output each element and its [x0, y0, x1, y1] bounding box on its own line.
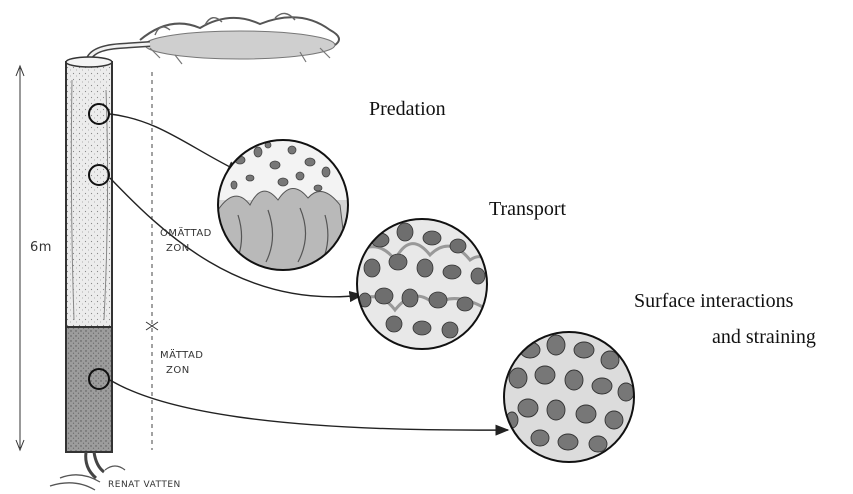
label-surface-line1: Surface interactions: [634, 290, 793, 313]
outflow-label: RENAT VATTEN: [108, 480, 181, 490]
unsaturated-zone-label-2: ZON: [166, 243, 190, 254]
label-surface-line2: and straining: [712, 326, 816, 349]
unsaturated-zone-label-1: OMÄTTAD: [160, 228, 212, 239]
label-transport: Transport: [489, 198, 566, 221]
saturated-zone-label-2: ZON: [166, 365, 190, 376]
label-predation: Predation: [369, 98, 446, 121]
lake-illustration: [140, 13, 339, 64]
soil-column: [50, 57, 125, 490]
arrow-to-surface: [110, 380, 508, 430]
arrow-to-predation: [110, 114, 240, 172]
saturated-zone-label-1: MÄTTAD: [160, 350, 204, 361]
depth-label: 6m: [30, 240, 52, 255]
zone-guides: [146, 72, 158, 450]
depth-arrow: [16, 66, 24, 450]
magnified-view-transport: [357, 219, 490, 349]
magnified-view-predation: [218, 140, 348, 270]
magnified-view-surface: [504, 332, 634, 462]
